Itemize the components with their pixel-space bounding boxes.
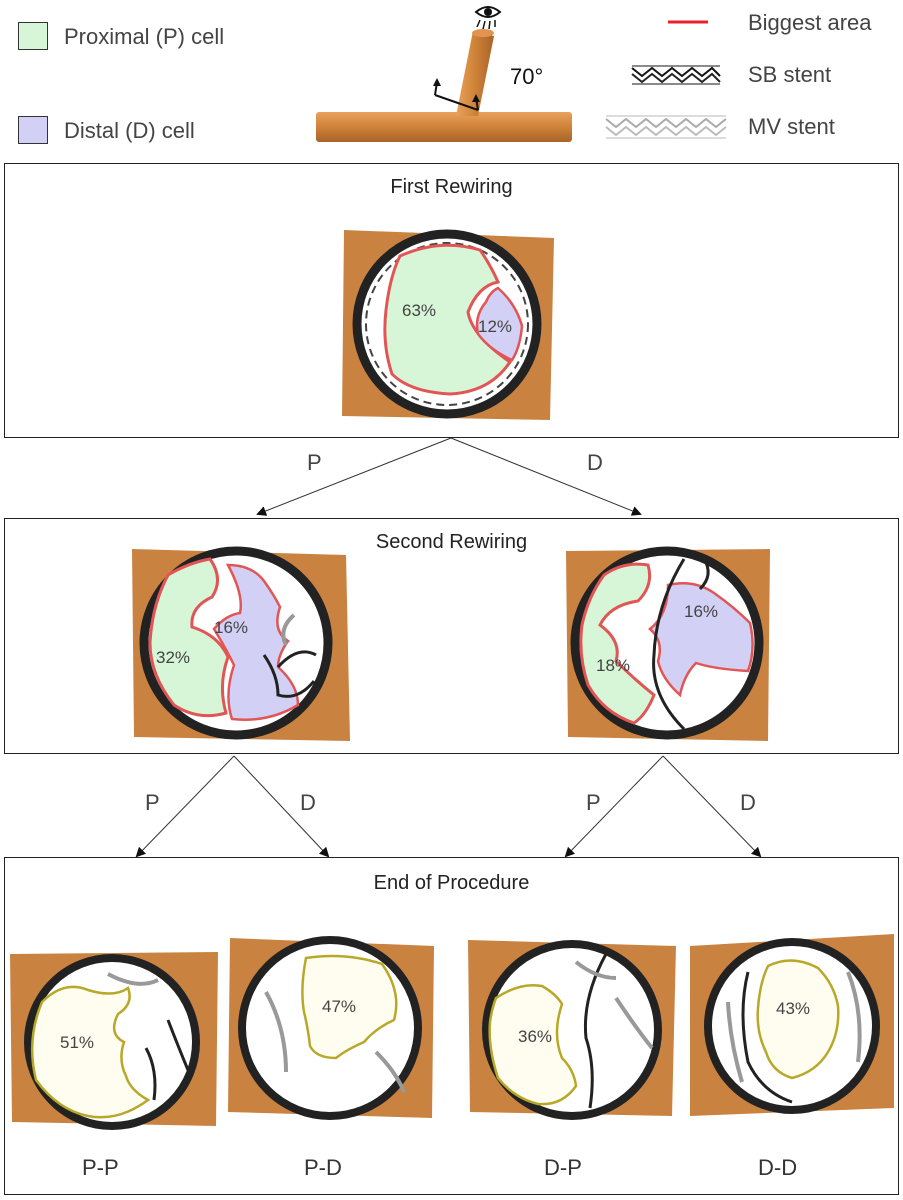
result-pp-value: 51% — [60, 1033, 94, 1052]
right-proximal-value: 18% — [596, 656, 630, 675]
result-dp-cross-section: 36% — [468, 940, 676, 1120]
sb-stent-icon — [631, 65, 721, 85]
pp-biggest-area — [30, 985, 151, 1119]
first-rewiring-title: First Rewiring — [390, 176, 513, 198]
right-distal-value: 16% — [684, 602, 718, 621]
result-pd-caption: P-D — [304, 1155, 342, 1180]
result-pd-cross-section: 47% — [228, 936, 434, 1120]
result-dp-caption: D-P — [544, 1155, 582, 1180]
sb-stent-label: SB stent — [748, 62, 832, 87]
left-proximal-value: 32% — [156, 648, 190, 667]
second-to-end-arrows — [135, 755, 762, 858]
mv-stent-icon — [605, 115, 727, 139]
first-distal-value: 12% — [478, 317, 512, 336]
result-pp-caption: P-P — [82, 1155, 119, 1180]
biggest-area-line-icon — [668, 20, 708, 24]
first-branch-p-label: P — [307, 450, 322, 475]
angle-label: 70° — [510, 64, 544, 89]
side-branch — [456, 31, 494, 116]
second-rewiring-title: Second Rewiring — [375, 531, 528, 553]
distal-cell-region — [475, 286, 524, 362]
mv-stent-label: MV stent — [748, 114, 835, 139]
result-dd-value: 43% — [776, 999, 810, 1018]
second-left-branch-p-label: P — [145, 790, 160, 815]
dd-biggest-area — [756, 959, 840, 1080]
dp-biggest-area — [488, 984, 578, 1106]
second-right-branch-d-label: D — [740, 790, 756, 815]
second-right-cross-section: 18% 16% — [566, 546, 770, 741]
pd-biggest-area — [301, 954, 398, 1060]
proximal-cell-region — [383, 243, 513, 396]
end-of-procedure-title: End of Procedure — [373, 872, 530, 894]
second-right-branch-p-label: P — [586, 790, 601, 815]
left-distal-value: 16% — [214, 618, 248, 637]
first-proximal-value: 63% — [402, 301, 436, 320]
first-rewiring-cross-section: 63% 12% — [342, 229, 554, 420]
right-proximal-region — [579, 562, 656, 725]
proximal-cell-label: Proximal (P) cell — [64, 24, 225, 49]
proximal-cell-swatch — [18, 22, 48, 50]
distal-cell-swatch — [18, 116, 48, 144]
bifurcation-illustration — [316, 6, 572, 142]
second-left-cross-section: 32% 16% — [132, 546, 350, 741]
distal-cell-label: Distal (D) cell — [64, 118, 195, 143]
biggest-area-label: Biggest area — [748, 10, 872, 35]
main-vessel — [316, 112, 572, 142]
result-pp-cross-section: 51% — [10, 952, 218, 1130]
result-dd-caption: D-D — [758, 1155, 798, 1180]
second-left-branch-d-label: D — [300, 790, 316, 815]
left-proximal-region — [148, 557, 230, 718]
first-branch-d-label: D — [587, 450, 603, 475]
result-pd-value: 47% — [322, 997, 356, 1016]
result-dp-value: 36% — [518, 1027, 552, 1046]
result-dd-cross-section: 43% — [690, 934, 894, 1116]
first-to-second-arrows — [256, 437, 642, 516]
eye-icon — [474, 6, 502, 30]
